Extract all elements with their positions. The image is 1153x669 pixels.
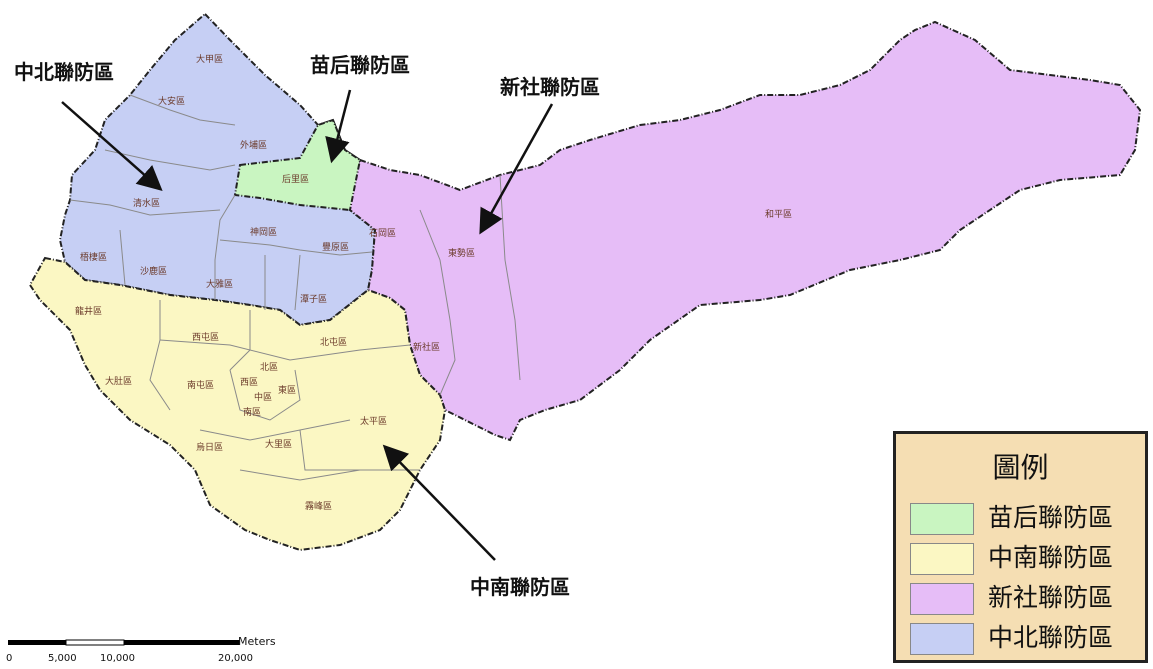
district-label-qingshui: 清水區 [133,197,160,209]
district-label-shalu: 沙鹿區 [140,265,167,277]
legend-swatch-miaohou [910,503,974,535]
district-label-wuqi: 梧棲區 [80,251,107,263]
district-label-daya: 大雅區 [206,278,233,290]
arrow-xinshe [479,103,554,235]
legend-item-xinshe: 新社聯防區 [910,580,1145,616]
legend-item-miaohou: 苗后聯防區 [910,500,1145,536]
district-label-houli: 后里區 [282,174,309,185]
legend-title: 圖例 [992,451,1049,484]
district-label-north: 北區 [260,362,278,373]
region-zhongnan [28,256,447,552]
district-label-daan: 大安區 [158,95,185,107]
district-label-central: 中區 [254,391,272,403]
district-label-dadu: 大肚區 [105,375,132,387]
callout-miaohou: 苗后聯防區 [310,53,410,77]
scale-tick-5000: 5,000 [48,653,77,664]
legend-label-xinshe: 新社聯防區 [988,583,1114,612]
district-label-xitun: 西屯區 [192,331,219,343]
legend-label-miaohou: 苗后聯防區 [988,503,1114,532]
region-xinshe [348,20,1142,442]
scale-bar-graphic [8,639,240,646]
arrow-miaohou [325,89,352,164]
district-label-tanzi: 潭子區 [300,294,327,305]
district-labels: 大甲區 大安區 外埔區 后里區 清水區 神岡區 豐原區 梧棲區 沙鹿區 大雅區 … [75,53,792,512]
district-label-longjing: 龍井區 [75,305,102,317]
district-label-waipu: 外埔區 [240,139,267,151]
legend: 圖例 苗后聯防區 中南聯防區 新社聯防區 中北聯防區 [893,431,1148,663]
legend-label-zhongbei: 中北聯防區 [988,623,1114,652]
district-label-fengyuan: 豐原區 [322,242,349,253]
legend-item-zhongbei: 中北聯防區 [910,620,1145,656]
scale-tick-0: 0 [6,653,13,664]
district-label-xinshe: 新社區 [413,341,440,353]
district-label-west: 西區 [240,377,258,388]
legend-item-zhongnan: 中南聯防區 [910,540,1145,576]
district-label-wuri: 烏日區 [196,441,223,453]
zone-callouts: 中北聯防區 苗后聯防區 新社聯防區 中南聯防區 [13,52,602,601]
arrow-zhongnan [382,444,496,561]
district-label-east: 東區 [278,384,296,396]
legend-swatch-zhongbei [910,623,974,655]
district-label-shigang: 石岡區 [369,228,396,239]
callout-arrows [61,89,554,561]
district-label-taiping: 太平區 [360,415,387,427]
callout-zhongbei: 中北聯防區 [14,60,114,84]
district-label-south: 南區 [243,406,261,418]
district-label-dajia: 大甲區 [196,53,223,65]
district-label-shengang: 神岡區 [250,226,277,238]
scale-tick-20000: 20,000 [218,653,253,664]
district-label-nantun: 南屯區 [187,379,214,391]
district-label-wufeng: 霧峰區 [305,501,332,512]
district-label-heping: 和平區 [765,209,792,220]
legend-label-zhongnan: 中南聯防區 [988,543,1114,572]
district-boundaries [69,94,521,481]
legend-swatch-zhongnan [910,543,974,575]
scale-tick-10000: 10,000 [100,653,135,664]
callout-zhongnan: 中南聯防區 [470,575,570,599]
scale-unit: Meters [238,635,276,648]
district-label-beitun: 北屯區 [320,336,347,348]
scale-bar: Meters 0 5,000 10,000 20,000 [0,635,300,669]
district-label-dongshi: 東勢區 [448,247,475,259]
legend-swatch-xinshe [910,583,974,615]
arrow-zhongbei [61,101,163,191]
callout-xinshe: 新社聯防區 [500,75,600,99]
district-label-dali: 大里區 [265,438,292,450]
